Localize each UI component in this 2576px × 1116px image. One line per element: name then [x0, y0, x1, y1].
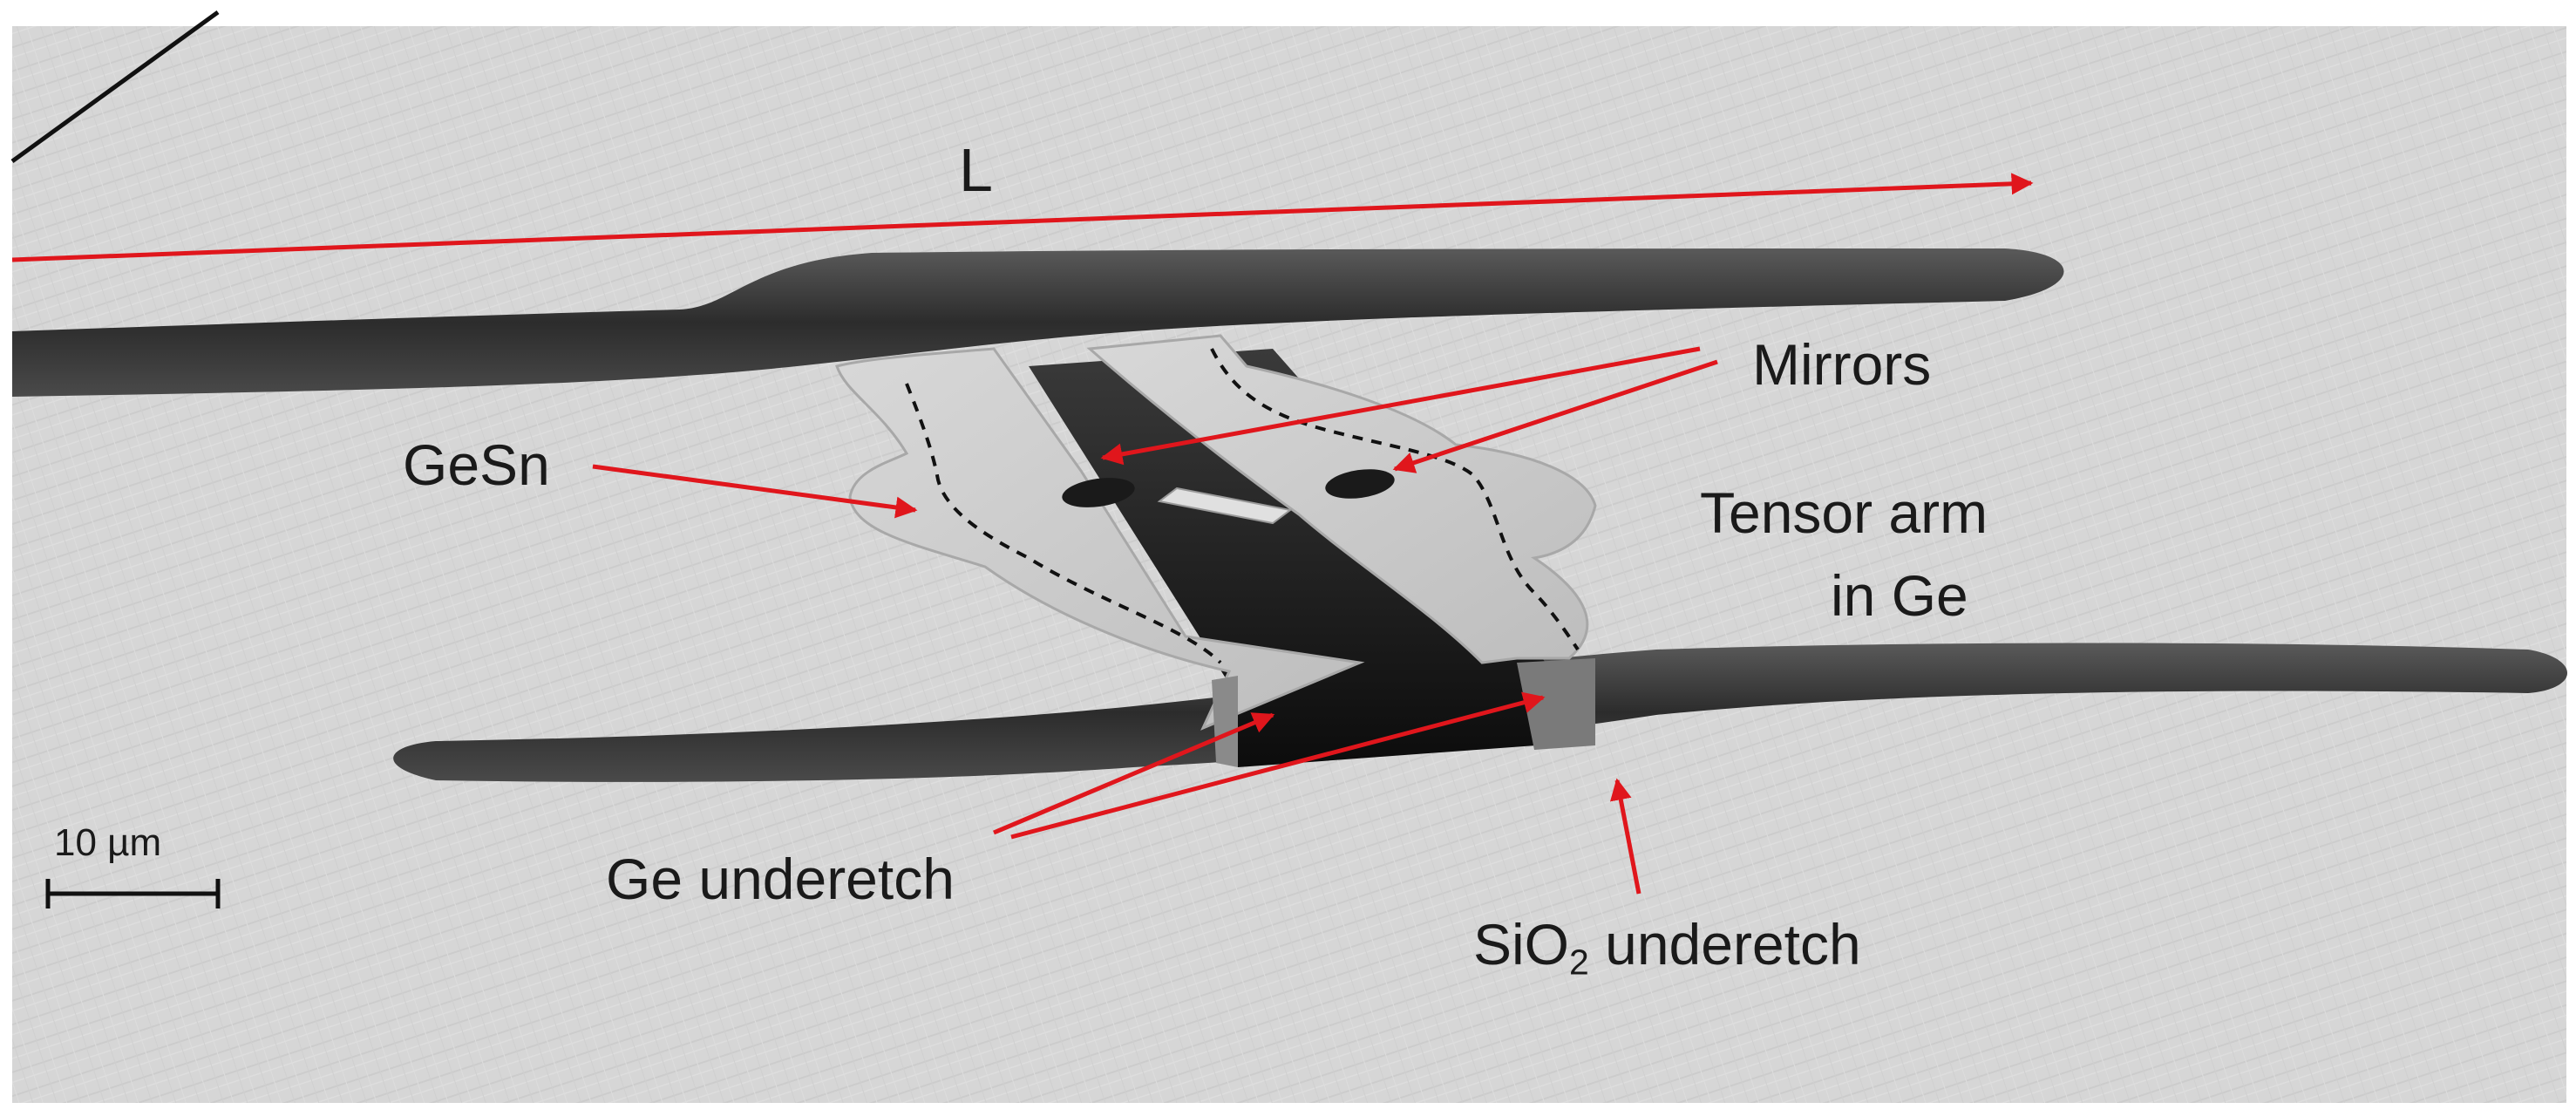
mirrors-arrow-2: [1392, 359, 1718, 473]
bridge: [1157, 487, 1293, 525]
step-wall-right: [1517, 658, 1595, 750]
tensor-arm-label-line2: in Ge: [1831, 563, 1968, 628]
length-arrow: [11, 173, 2034, 262]
underetch-cavity: [1029, 349, 1595, 767]
mirrors-label: Mirrors: [1752, 332, 1932, 397]
sio2-prefix: SiO: [1473, 912, 1570, 976]
sio2-arrow: [1609, 778, 1641, 895]
mirrors-arrow-1: [1100, 346, 1701, 466]
gesn-membrane-left: [835, 347, 1365, 731]
scale-bar: [45, 879, 221, 908]
ge-underetch-arrow-1: [993, 712, 1275, 835]
dashed-outline-left: [905, 383, 1222, 664]
mirror-hole-left: [1062, 478, 1135, 507]
gesn-arrow: [592, 464, 918, 519]
annotation-arrows: [11, 173, 2034, 895]
scale-bar-label: 10 µm: [54, 821, 162, 864]
tensor-arm-label-line1: Tensor arm: [1700, 480, 1988, 545]
sio2-subscript: 2: [1569, 942, 1589, 983]
sio2-suffix: underetch: [1588, 912, 1861, 976]
length-label: L: [959, 136, 993, 204]
mirror-hole-right: [1325, 469, 1395, 499]
gesn-label: GeSn: [403, 432, 550, 497]
sio2-underetch-label: SiO2 underetch: [1473, 912, 1861, 980]
gesn-membrane-right: [1086, 334, 1597, 664]
dashed-outline-right: [1210, 348, 1580, 651]
ge-underetch-arrow-2: [1010, 691, 1546, 840]
upper-trench: [12, 248, 2064, 397]
edge-line: [10, 10, 220, 164]
step-wall-left: [1212, 676, 1238, 767]
ge-underetch-label: Ge underetch: [606, 847, 955, 911]
